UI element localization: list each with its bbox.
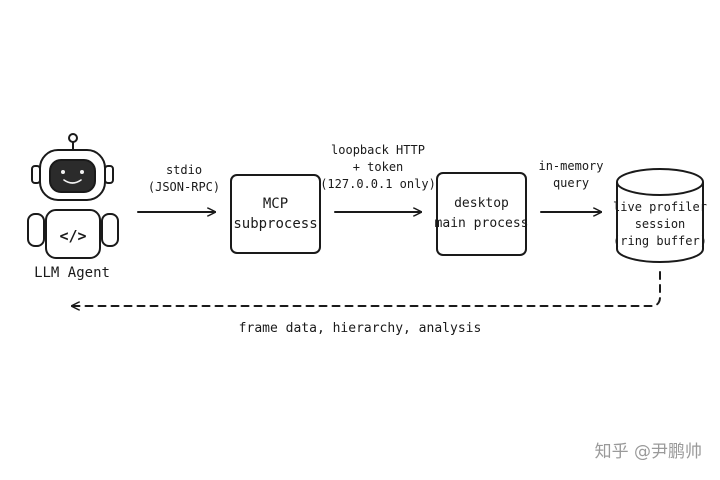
robot-icon — [27, 133, 119, 259]
loopback-label-line: (127.0.0.1 only) — [320, 177, 436, 191]
in-memory-label-line: in-memory — [538, 159, 604, 173]
watermark: 知乎 @尹鹏帅 — [594, 442, 702, 462]
profiler-cylinder — [616, 168, 704, 263]
loopback-label-line: loopback HTTP — [331, 143, 425, 157]
desktop-label: desktop main process — [434, 173, 529, 255]
in-memory-label-line: query — [552, 176, 590, 190]
return-arrow — [71, 271, 661, 306]
mcp-label: MCP subprocess — [231, 175, 320, 253]
mcp-box — [230, 174, 321, 254]
stdio-label-line: (JSON-RPC) — [147, 180, 221, 194]
mcp-label-line: MCP — [262, 196, 289, 212]
return-label: frame data, hierarchy, analysis — [238, 321, 482, 336]
code-badge: </> — [59, 227, 86, 245]
loopback-label: loopback HTTP + token (127.0.0.1 only) — [318, 142, 438, 193]
profiler-label-line: (ring buffer) — [613, 233, 707, 248]
desktop-label-line: main process — [434, 216, 529, 231]
profiler-label-line: session — [634, 216, 686, 231]
mcp-label-line: subprocess — [233, 216, 318, 232]
profiler-label: live profiler session (ring buffer) — [612, 196, 708, 252]
agent-label: LLM Agent — [34, 265, 110, 281]
desktop-label-line: desktop — [454, 196, 509, 211]
in-memory-label: in-memory query — [526, 158, 616, 192]
loopback-label-line: + token — [352, 160, 404, 174]
desktop-box — [436, 172, 527, 256]
profiler-label-line: live profiler — [613, 199, 707, 214]
stdio-label-line: stdio — [165, 163, 203, 177]
stdio-label: stdio (JSON-RPC) — [136, 162, 232, 196]
